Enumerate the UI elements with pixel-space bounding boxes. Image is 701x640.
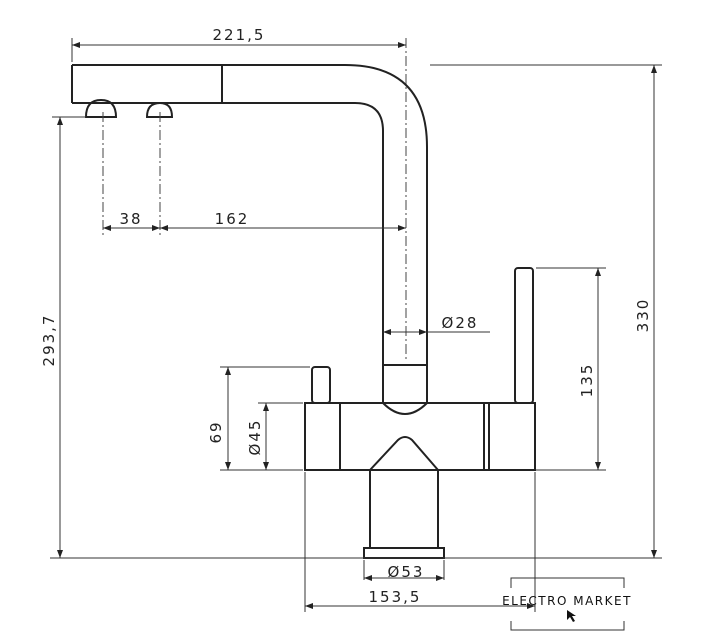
faucet-spout	[71, 64, 428, 403]
dim-base-diameter: Ø53	[388, 563, 425, 581]
dim-nozzle-spacing: 38	[119, 210, 142, 228]
center-lines	[102, 38, 407, 360]
dim-tube-diameter: Ø28	[442, 314, 479, 332]
dim-total-height: 330	[634, 298, 652, 333]
electro-market-logo: ELECTRO MARKET	[502, 577, 632, 631]
cursor-icon	[567, 610, 576, 622]
extension-lines	[50, 38, 662, 612]
dim-knob-height: 69	[207, 420, 225, 443]
dimension-lines	[57, 42, 657, 609]
dim-spout-height: 293,7	[40, 314, 58, 367]
dim-spout-reach: 221,5	[213, 26, 266, 44]
dim-lever-height: 135	[578, 363, 596, 398]
faucet-body	[304, 267, 536, 559]
dim-body-length: 153,5	[369, 588, 422, 606]
logo-text: ELECTRO MARKET	[502, 594, 632, 608]
dim-body-diameter: Ø45	[246, 419, 264, 456]
dim-nozzle-to-center: 162	[215, 210, 250, 228]
